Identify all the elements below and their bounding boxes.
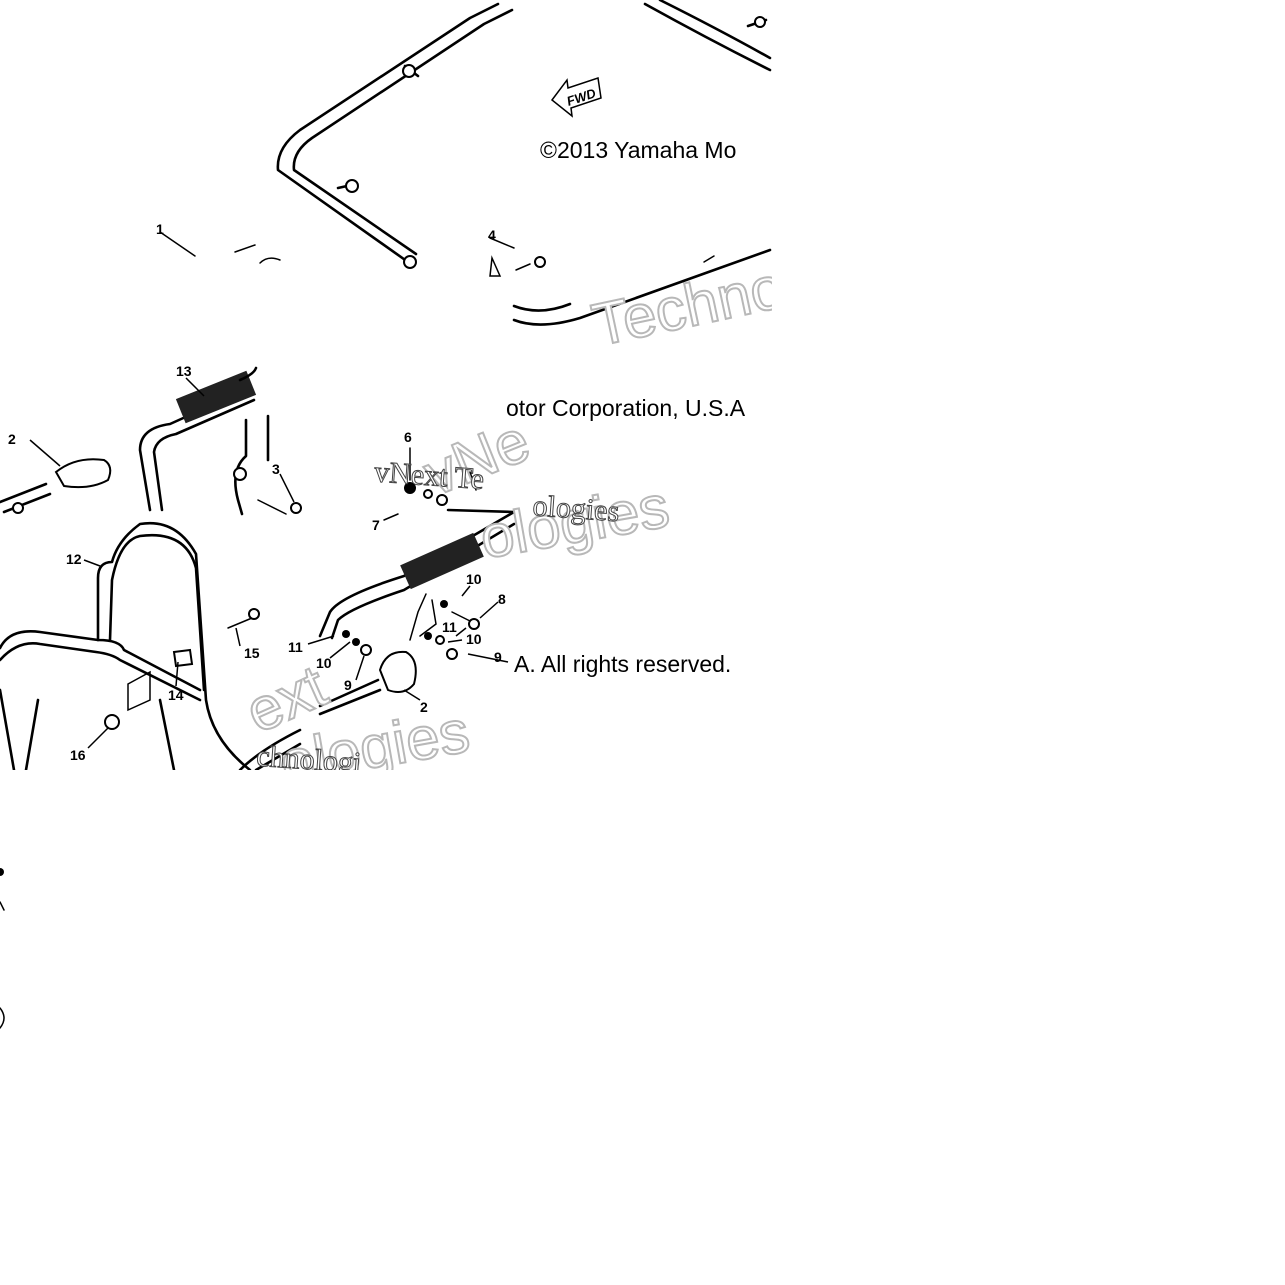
callout-3: 3 [272,461,280,477]
callout-2: 2 [8,431,16,447]
top-right-rail [489,0,772,326]
arrow-icon [550,77,602,118]
side-grip [400,532,484,590]
lower-frame-assembly [0,521,382,772]
copyright-line-2: otor Corporation, U.S.A [506,395,746,421]
callout-10: 10 [466,631,482,647]
callout-15: 15 [244,645,260,661]
callout-1: 1 [156,221,164,237]
callout-7: 7 [372,517,380,533]
watermark-text: vNext Te [373,455,485,496]
forward-direction-arrow: FWD [550,77,602,118]
copyright-line-3: A. All rights reserved. [514,651,731,677]
top-rail-assembly [159,2,514,269]
fwd-label: FWD [565,85,598,109]
callout-12: 12 [66,551,82,567]
edge-fragments [0,868,5,1029]
callout-10: 10 [316,655,332,671]
watermark-text: ologies [532,489,621,528]
callout-labels: 1 2 2 3 4 5 6 7 8 9 9 10 10 10 11 11 12 … [8,221,506,763]
mount-hardware [383,447,516,521]
callout-10: 10 [466,571,482,587]
callout-6: 6 [404,429,412,445]
leader-lines [29,377,509,749]
copyright-line-1: ©2013 Yamaha Mo [540,137,736,163]
callout-11: 11 [288,639,303,655]
copyright-notice: ©2013 Yamaha Mo otor Corporation, U.S.A … [506,137,746,677]
callout-8: 8 [498,591,506,607]
callout-5: 5 [466,469,474,485]
callout-11: 11 [442,619,457,635]
callout-9: 9 [344,677,352,693]
callout-13: 13 [176,363,192,379]
callout-9: 9 [494,649,502,665]
side-grip-assembly [318,510,516,693]
watermark-text: Techno [587,253,790,359]
callout-14: 14 [168,687,184,703]
callout-2: 2 [420,699,428,715]
callout-16: 16 [70,747,86,763]
grab-handle-assembly [0,366,302,516]
watermark-layer: Techno vNe ologies vNext Te ologies ext … [235,252,791,797]
handle-grip [175,370,257,424]
callout-4: 4 [488,227,496,243]
